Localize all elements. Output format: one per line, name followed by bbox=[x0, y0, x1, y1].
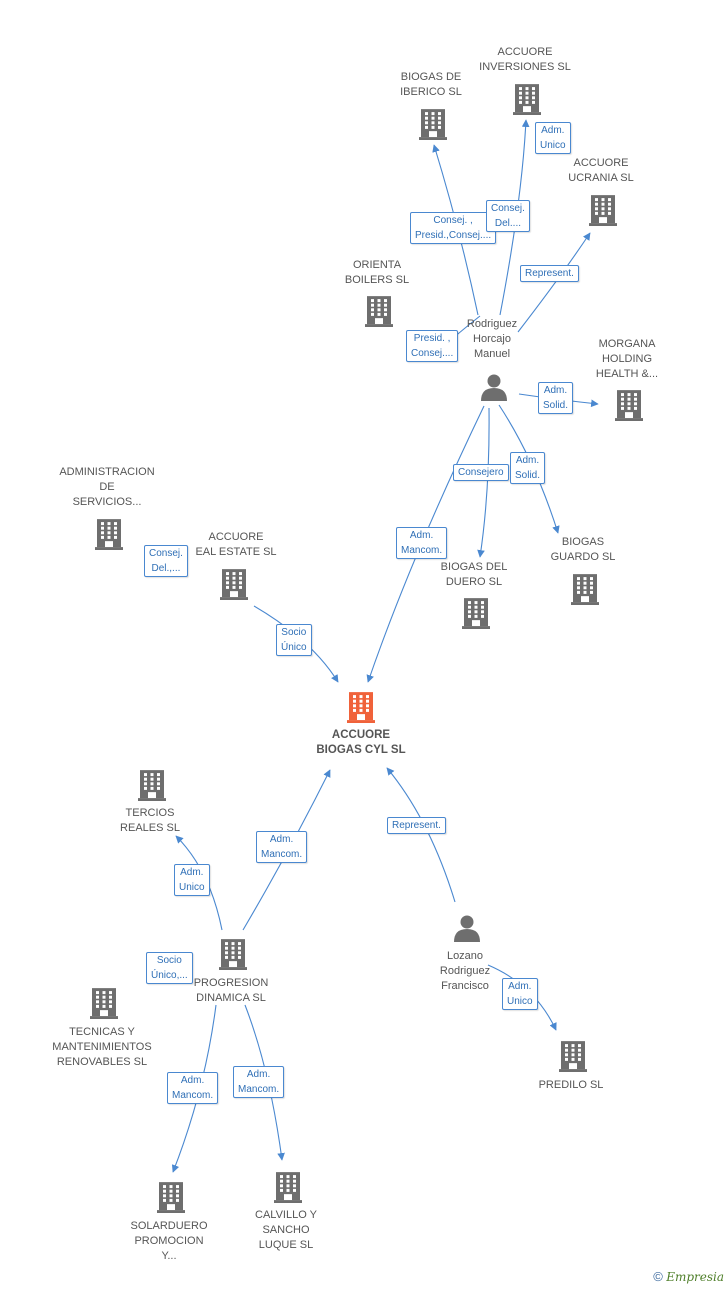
node-label-tecnicas[interactable]: TECNICAS Y MANTENIMIENTOS RENOVABLES SL bbox=[52, 1026, 152, 1068]
node-label-calvillo[interactable]: CALVILLO Y SANCHO LUQUE SL bbox=[255, 1209, 317, 1251]
node-label-accuore-ucrania[interactable]: ACCUORE UCRANIA SL bbox=[568, 157, 634, 184]
building-icon[interactable] bbox=[571, 573, 599, 610]
edge-label[interactable]: Represent. bbox=[387, 817, 446, 834]
node-label-biogas-duero[interactable]: BIOGAS DEL DUERO SL bbox=[440, 561, 508, 588]
building-icon[interactable] bbox=[157, 1181, 185, 1218]
node-label-tercios[interactable]: TERCIOS REALES SL bbox=[120, 807, 180, 834]
edge-line bbox=[477, 407, 490, 558]
building-icon[interactable] bbox=[513, 83, 541, 120]
edge-label[interactable]: Adm. Unico bbox=[174, 864, 210, 896]
node-label-administracion[interactable]: ADMINISTRACION DE SERVICIOS... bbox=[59, 466, 155, 508]
edge-label[interactable]: Consejero bbox=[453, 464, 509, 481]
building-icon[interactable] bbox=[138, 769, 166, 806]
node-label-accuore-inversiones[interactable]: ACCUORE INVERSIONES SL bbox=[479, 46, 571, 73]
node-label-biogas-guardo[interactable]: BIOGAS GUARDO SL bbox=[550, 536, 616, 563]
building-icon[interactable] bbox=[274, 1171, 302, 1208]
person-icon[interactable] bbox=[453, 914, 481, 947]
copyright-symbol: © bbox=[653, 1269, 663, 1284]
edge-label[interactable]: Consej. , Presid.,Consej.... bbox=[410, 212, 497, 244]
edge-line bbox=[386, 767, 456, 903]
node-label-lozano[interactable]: Lozano Rodriguez Francisco bbox=[439, 950, 491, 992]
edge-label[interactable]: Socio Único bbox=[276, 624, 312, 656]
edge-label[interactable]: Socio Único,... bbox=[146, 952, 193, 984]
building-icon[interactable] bbox=[365, 295, 393, 332]
edge-label[interactable]: Adm. Solid. bbox=[510, 452, 546, 484]
node-label-rodriguez[interactable]: Rodriguez Horcajo Manuel bbox=[466, 318, 518, 360]
building-icon[interactable] bbox=[462, 597, 490, 634]
footer-brand: © Empresia bbox=[653, 1269, 724, 1284]
edge-label[interactable]: Adm. Mancom. bbox=[167, 1072, 219, 1104]
building-icon[interactable] bbox=[220, 568, 248, 605]
edge-label[interactable]: Presid. , Consej.... bbox=[406, 330, 459, 362]
edge-label[interactable]: Adm. Mancom. bbox=[396, 527, 448, 559]
edge-line bbox=[517, 232, 591, 333]
brand-logo: Empresia bbox=[666, 1270, 724, 1284]
building-icon[interactable] bbox=[589, 194, 617, 231]
edge-label[interactable]: Consej. Del.... bbox=[486, 200, 530, 232]
edge-label[interactable]: Adm. Mancom. bbox=[256, 831, 308, 863]
node-label-solarduero[interactable]: SOLARDUERO PROMOCION Y... bbox=[130, 1220, 208, 1262]
building-icon[interactable] bbox=[615, 389, 643, 426]
building-icon[interactable] bbox=[347, 691, 375, 728]
node-label-biogas-iberico[interactable]: BIOGAS DE IBERICO SL bbox=[400, 71, 462, 98]
node-label-main[interactable]: ACCUORE BIOGAS CYL SL bbox=[316, 729, 406, 756]
edge-label[interactable]: Consej. Del.,... bbox=[144, 545, 188, 577]
edge-label[interactable]: Represent. bbox=[520, 265, 579, 282]
person-icon[interactable] bbox=[480, 373, 508, 406]
building-icon[interactable] bbox=[219, 938, 247, 975]
node-label-predilo[interactable]: PREDILO SL bbox=[538, 1079, 604, 1091]
building-icon[interactable] bbox=[559, 1040, 587, 1077]
building-icon[interactable] bbox=[90, 987, 118, 1024]
node-label-orienta[interactable]: ORIENTA BOILERS SL bbox=[344, 259, 410, 286]
building-icon[interactable] bbox=[419, 108, 447, 145]
node-label-progresion[interactable]: PROGRESION DINAMICA SL bbox=[193, 977, 269, 1004]
building-icon[interactable] bbox=[95, 518, 123, 555]
node-label-morgana[interactable]: MORGANA HOLDING HEALTH &... bbox=[595, 338, 659, 380]
node-label-accuore-real[interactable]: ACCUORE EAL ESTATE SL bbox=[195, 531, 277, 558]
edge-label[interactable]: Adm. Solid. bbox=[538, 382, 574, 414]
edge-label[interactable]: Adm. Unico bbox=[502, 978, 538, 1010]
edge-label[interactable]: Adm. Mancom. bbox=[233, 1066, 285, 1098]
edge-label[interactable]: Adm. Unico bbox=[535, 122, 571, 154]
